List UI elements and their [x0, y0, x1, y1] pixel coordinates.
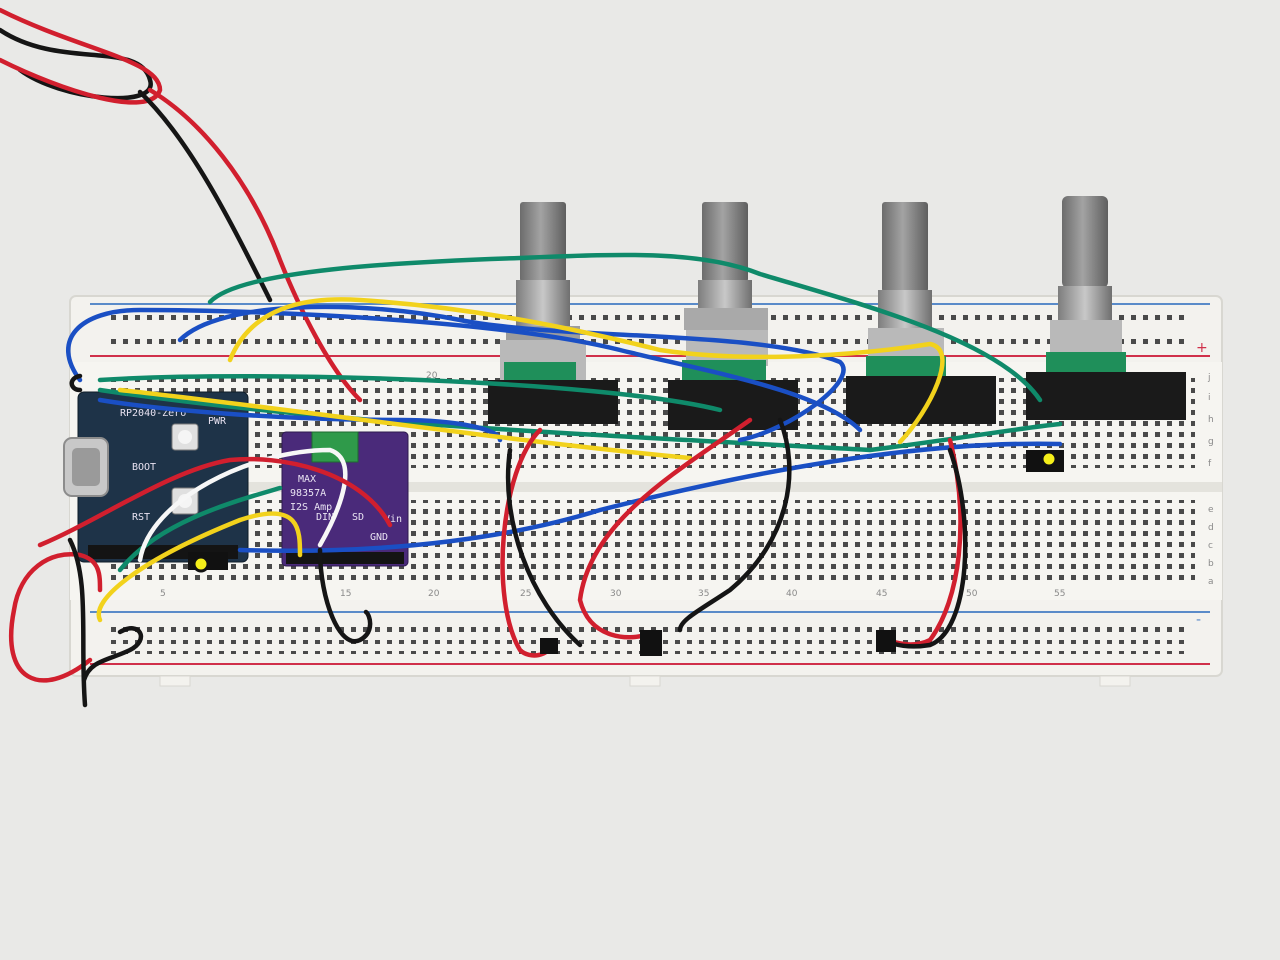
speaker-terminal	[311, 431, 359, 463]
amp-pin-sd: SD	[352, 512, 364, 523]
row-letter: d	[1208, 523, 1214, 533]
mcu-pwr-label: PWR	[208, 416, 227, 427]
amp-label-line2: 98357A	[290, 488, 326, 499]
column-number: 55	[1054, 589, 1065, 599]
amp-pin-gnd: GND	[370, 532, 388, 543]
column-number: 15	[340, 589, 351, 599]
marker-right	[1040, 450, 1058, 468]
rail-minus-bottom: -	[1196, 612, 1201, 628]
encoder-3[interactable]	[846, 202, 996, 424]
row-letter: a	[1208, 577, 1214, 587]
amp-pin-header	[286, 552, 404, 564]
encoder-body	[1026, 372, 1186, 420]
row-letter: e	[1208, 505, 1214, 515]
mcu-board: RP2040-Zero PWR BOOT RST	[63, 391, 249, 563]
row-letter: h	[1208, 415, 1214, 425]
row-letter: f	[1208, 459, 1212, 469]
row-letters: f g h i j a b c d e	[1207, 373, 1214, 587]
encoder-thread	[698, 280, 752, 310]
mcu-boot-label: BOOT	[132, 462, 156, 473]
row-letter: b	[1208, 559, 1214, 569]
encoder-shaft[interactable]	[520, 202, 566, 282]
column-number: 20	[426, 371, 438, 381]
power-lead	[0, 7, 363, 403]
amp-board: MAX 98357A I2S Amp DIN SD GND Vin	[281, 431, 409, 567]
row-letter: g	[1208, 437, 1214, 447]
amp-label-line3: I2S Amp	[290, 502, 332, 513]
column-number: 20	[428, 589, 440, 599]
row-letter: j	[1207, 373, 1211, 383]
column-number: 35	[698, 589, 709, 599]
encoder-shaft[interactable]	[702, 202, 748, 282]
column-number: 45	[876, 589, 887, 599]
column-number: 30	[610, 589, 622, 599]
encoder-thread	[1058, 286, 1112, 322]
marker-left	[192, 555, 210, 573]
mcu-label: RP2040-Zero	[120, 408, 186, 419]
row-letter: c	[1208, 541, 1213, 551]
column-numbers: 5 15 20 25 30 35 40 45 50 55 20	[160, 371, 1065, 599]
row-letter: i	[1208, 393, 1211, 403]
amp-pin-din: DIN	[316, 512, 334, 523]
amp-pin-vin: Vin	[384, 514, 402, 525]
center-channel	[70, 482, 1222, 492]
encoder-shaft[interactable]	[882, 202, 928, 292]
yellow-markers	[192, 450, 1058, 573]
column-number: 25	[520, 589, 531, 599]
mcu-rst-label: RST	[132, 512, 150, 523]
amp-label-line1: MAX	[298, 474, 316, 485]
column-number: 40	[786, 589, 798, 599]
encoder-thread	[878, 290, 932, 330]
rail-plus-top: +	[1196, 340, 1208, 356]
wiring	[8, 252, 1063, 708]
encoder-shaft[interactable]	[1062, 196, 1108, 288]
column-number: 5	[160, 589, 166, 599]
column-number: 50	[966, 589, 978, 599]
encoder-4[interactable]	[1026, 196, 1186, 420]
